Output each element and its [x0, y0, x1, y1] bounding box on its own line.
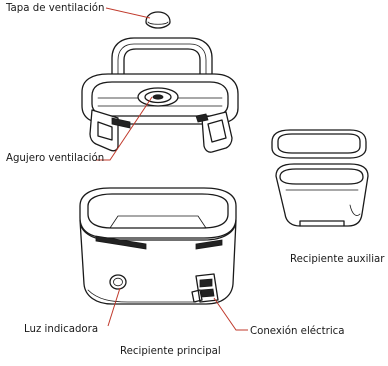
label-vent-cap: Tapa de ventilación [5, 2, 104, 14]
main-container-drawing [79, 187, 237, 305]
label-main-container: Recipiente principal [120, 346, 221, 357]
vent-cap-leader [105, 7, 151, 19]
indicator-light-leader [107, 287, 121, 327]
label-electrical-connection: Conexión eléctrica [250, 325, 345, 337]
label-vent-hole: Agujero ventilación [6, 152, 104, 164]
label-aux-container: Recipiente auxiliar [290, 254, 385, 265]
lid-with-handle-drawing [81, 37, 239, 153]
aux-container-drawing [271, 129, 369, 227]
vent-cap-drawing [145, 11, 171, 29]
vent-hole-leader [96, 96, 153, 161]
label-indicator-light: Luz indicadora [24, 324, 98, 335]
electrical-connection-leader [213, 297, 248, 331]
